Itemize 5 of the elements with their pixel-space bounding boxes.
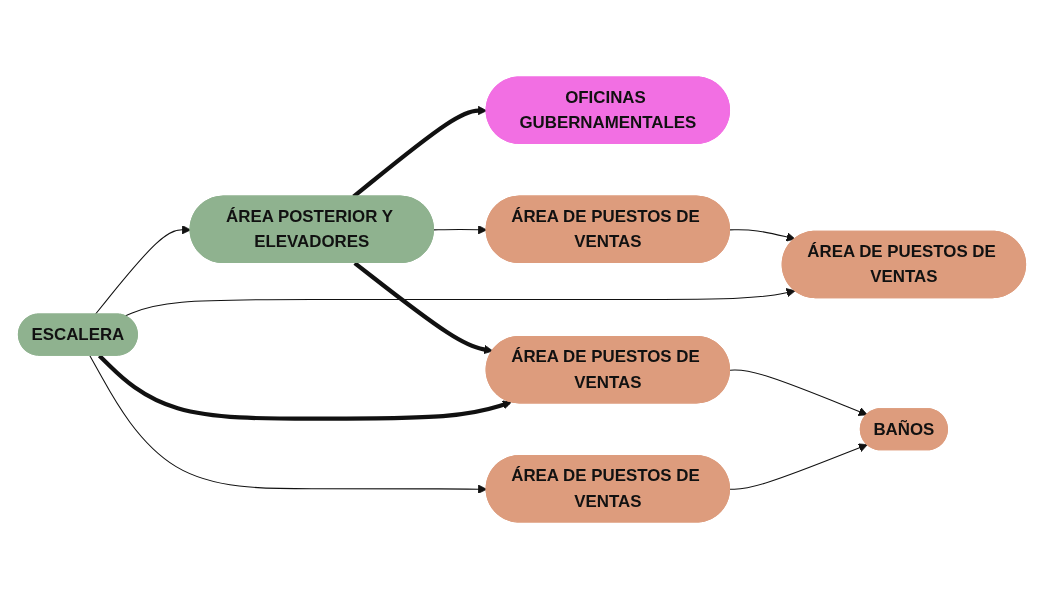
- arrow: [124, 288, 796, 317]
- arrow: [729, 369, 868, 416]
- arrow: [729, 229, 796, 242]
- arrow: [97, 354, 512, 421]
- arrow: [729, 443, 868, 490]
